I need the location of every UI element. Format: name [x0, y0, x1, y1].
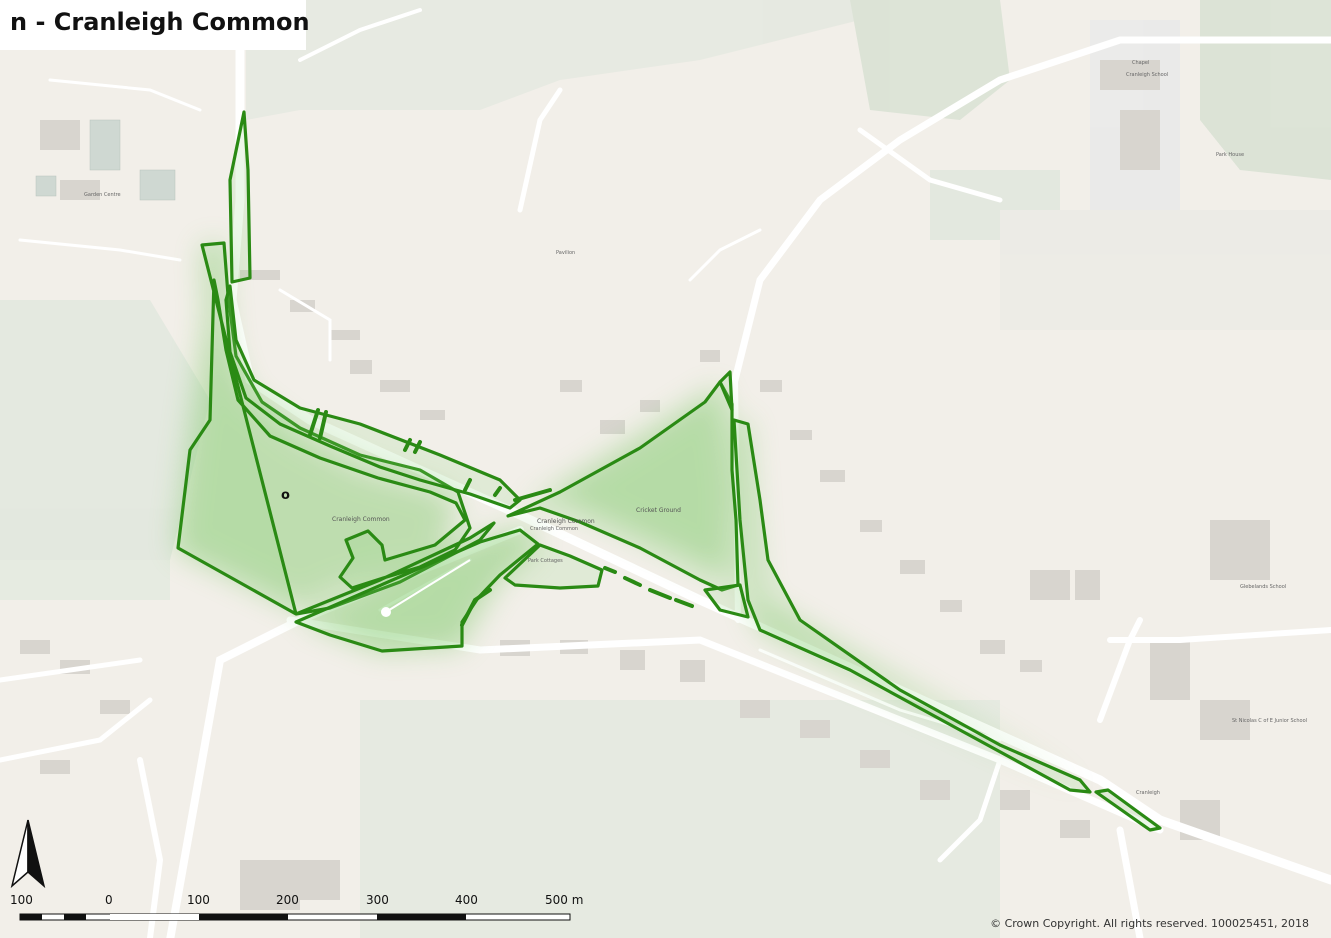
boundary-east-wedge: [732, 418, 1092, 794]
map-label: Cranleigh: [1136, 790, 1160, 796]
footpath: [385, 559, 471, 613]
site-marker: o: [281, 488, 290, 503]
map-label: Cranleigh Common: [537, 518, 595, 525]
scale-label: 0: [105, 893, 113, 907]
boundary-small-east: [703, 583, 750, 619]
map-label: Cranleigh Common: [332, 516, 390, 523]
boundary-north-strip: [228, 110, 252, 284]
common-land-boundaries[interactable]: [176, 110, 1162, 832]
scale-label: 400: [455, 893, 478, 907]
scale-label: 300: [366, 893, 389, 907]
boundary-park-cottages: [503, 543, 604, 590]
north-arrow-icon: [10, 819, 46, 889]
map-labels: Cranleigh Common Cranleigh Common Cricke…: [84, 60, 1307, 796]
map-label: Garden Centre: [84, 192, 121, 198]
map-label: Park House: [1216, 152, 1244, 158]
scale-label: 200: [276, 893, 299, 907]
title-box: n - Cranleigh Common: [0, 0, 310, 50]
map-label: Park Cottages: [528, 558, 563, 564]
map-title: n - Cranleigh Common: [10, 8, 310, 36]
map-label: St Nicolas C of E Junior School: [1232, 718, 1307, 724]
map-label: Cricket Ground: [636, 507, 681, 514]
boundary-small-strip: [718, 370, 734, 412]
map-label: Chapel: [1132, 60, 1149, 66]
boundary-east-tip: [1094, 788, 1162, 832]
boundary-west-common: [176, 241, 496, 616]
boundary-segments: [308, 408, 694, 627]
map-label: Cranleigh Common: [530, 526, 578, 532]
greenhouses: [35, 119, 176, 201]
scale-bar: 100 0 100 200 300 400 500 m: [10, 893, 583, 921]
map-label: Pavilion: [556, 250, 575, 256]
map-label: Cranleigh School: [1126, 72, 1168, 78]
map-label: Glebelands School: [1240, 584, 1286, 590]
buildings: [20, 60, 1270, 910]
common-land-fill: [175, 242, 1090, 790]
boundary-road-strip: [224, 284, 522, 510]
boundary-cricket-triangle: [506, 380, 740, 592]
scale-label: 100: [10, 893, 33, 907]
copyright-notice: © Crown Copyright. All rights reserved. …: [990, 917, 1309, 930]
scale-label: 500 m: [545, 893, 583, 907]
scale-label: 100: [187, 893, 210, 907]
